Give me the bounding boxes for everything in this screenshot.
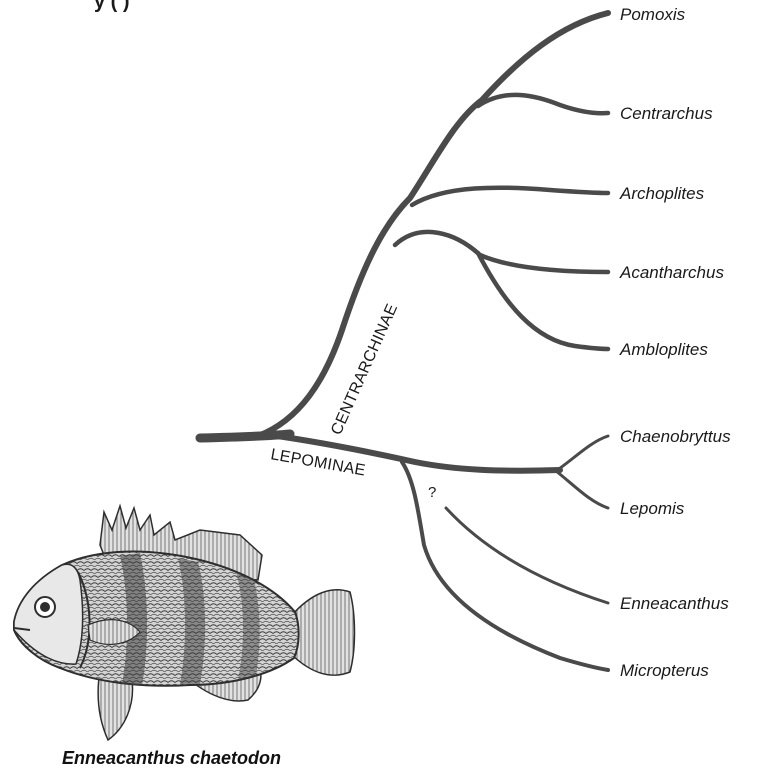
lepomis-branch bbox=[556, 471, 608, 508]
centrarchinae-trunk bbox=[258, 13, 608, 436]
taxon-label-centrarchus: Centrarchus bbox=[620, 104, 713, 123]
taxon-label-archoplites: Archoplites bbox=[619, 184, 705, 203]
fish-caption: Enneacanthus chaetodon bbox=[62, 748, 281, 768]
taxon-label-enneacanthus: Enneacanthus bbox=[620, 594, 729, 613]
header-fragment: y ( ) bbox=[94, 0, 130, 13]
archoplites-branch bbox=[412, 188, 608, 205]
taxon-labels: Pomoxis Centrarchus Archoplites Acanthar… bbox=[619, 5, 731, 680]
taxon-label-chaenobryttus: Chaenobryttus bbox=[620, 427, 731, 446]
acantharchus-branch bbox=[395, 232, 608, 272]
taxon-label-ambloplites: Ambloplites bbox=[619, 340, 708, 359]
tail-fin bbox=[292, 590, 355, 675]
chaenobryttus-branch bbox=[556, 436, 608, 471]
taxon-label-acantharchus: Acantharchus bbox=[619, 263, 724, 282]
centrarchus-branch bbox=[478, 95, 608, 113]
tree-branches bbox=[200, 13, 608, 670]
clade-label-centrarchinae: CENTRARCHINAE bbox=[328, 301, 401, 437]
fish-illustration bbox=[14, 506, 355, 740]
uncertain-placement-mark: ? bbox=[428, 484, 436, 501]
taxon-label-micropterus: Micropterus bbox=[620, 661, 709, 680]
taxon-label-lepomis: Lepomis bbox=[620, 499, 685, 518]
taxon-label-pomoxis: Pomoxis bbox=[620, 5, 686, 24]
fish-pupil bbox=[40, 602, 50, 612]
enneacanthus-branch bbox=[446, 508, 608, 603]
